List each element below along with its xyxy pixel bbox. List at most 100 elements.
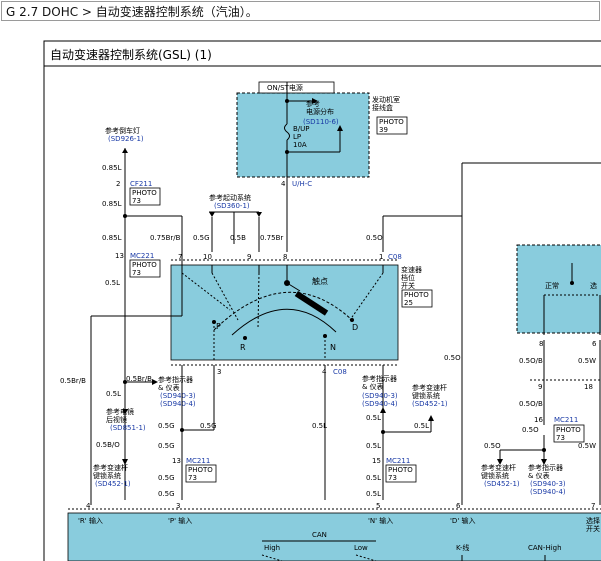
power-conn: U/H-C xyxy=(292,180,312,188)
lock-ref-mid: 参考变速杆键锁系统 xyxy=(412,383,447,400)
reverse-lamp-ref: 参考倒车灯 xyxy=(105,126,140,135)
power-ref-code: (SD110-6) xyxy=(303,118,339,126)
tcm-pins: 4 3 5 6 7 xyxy=(86,502,595,510)
pos-r: R xyxy=(240,343,246,352)
switch-pin-3: 3 xyxy=(217,368,221,376)
wire-05l-left: 0.5L xyxy=(106,390,121,398)
mc221-wire: 0.5L xyxy=(105,279,120,287)
power-label: ON/ST电源 xyxy=(267,83,303,92)
wire-05ob: 0.5O/B xyxy=(519,357,543,365)
svg-text:'D' 输入: 'D' 输入 xyxy=(450,516,475,525)
wire-05o-right: 0.5O xyxy=(522,426,539,434)
wire-05g-a: 0.5G xyxy=(158,422,175,430)
pos-p: P xyxy=(216,322,221,331)
lock-code-left: (SD452-1) xyxy=(95,480,131,488)
select-switch-label: 选择开关 xyxy=(586,516,600,533)
conn-cf211: CF211 xyxy=(130,180,152,188)
wire-05bo: 0.5B/O xyxy=(96,441,120,449)
mirror-ref: 参考电镜后视镜 xyxy=(106,407,134,424)
wire-05l-a: 0.5L xyxy=(366,414,381,422)
lock-code-mid: (SD452-1) xyxy=(412,400,448,408)
svg-text:'R' 输入: 'R' 输入 xyxy=(78,516,103,525)
can-high-right: CAN-High xyxy=(528,544,562,552)
wire-05g-c: 0.5G xyxy=(158,442,175,450)
svg-text:'N' 输入: 'N' 输入 xyxy=(368,516,393,525)
svg-text:9: 9 xyxy=(247,253,251,261)
mc211-left: MC211 xyxy=(186,457,210,465)
svg-text:10: 10 xyxy=(203,253,212,261)
diagram-frame xyxy=(43,40,601,561)
svg-text:7: 7 xyxy=(591,502,595,510)
switch-conn-bottom: C08 xyxy=(333,368,347,376)
breadcrumb-bar: G 2.7 DOHC > 自动变速器控制系统（汽油）。 xyxy=(1,1,600,21)
wire-05w-b: 0.5W xyxy=(578,442,596,450)
wire-05l-e: 0.5L xyxy=(366,474,381,482)
lock-ref-right: 参考变速杆键锁系统 xyxy=(481,463,516,480)
wire-05l-c: 0.5L xyxy=(312,422,327,430)
can-low: Low xyxy=(354,544,368,552)
right-pin-8: 8 xyxy=(539,340,543,348)
wire-05l-f: 0.5L xyxy=(366,490,381,498)
wire-05l-b: 0.5L xyxy=(414,422,429,430)
junction-box xyxy=(236,92,370,178)
pos-n: N xyxy=(330,343,336,352)
k-line: K-线 xyxy=(456,543,469,552)
svg-text:5: 5 xyxy=(376,502,380,510)
pos-d: D xyxy=(352,323,358,332)
mc221-conn: MC221 xyxy=(130,252,154,260)
junction-box-label: 发动机室接线盒 xyxy=(372,95,400,112)
select-switch-box xyxy=(516,244,601,334)
svg-text:3: 3 xyxy=(176,502,180,510)
ind-ref-mid: 参考指示器& 仪表 xyxy=(362,374,397,391)
wire-085l-a: 0.85L xyxy=(102,164,122,172)
mc211-mid: MC211 xyxy=(386,457,410,465)
wire-05g-top: 0.5G xyxy=(193,234,210,242)
wire-05l-d: 0.5L xyxy=(366,442,381,450)
mc211-pin-left: 13 xyxy=(172,457,181,465)
starter-code: (SD360-1) xyxy=(214,202,250,210)
wire-05brb-mid: 0.5Br/B xyxy=(126,375,152,383)
svg-text:'P' 输入: 'P' 输入 xyxy=(168,516,192,525)
svg-text:7: 7 xyxy=(178,253,182,261)
reverse-lamp-code: (SD926-1) xyxy=(108,135,144,143)
diagram-title: 自动变速器控制系统(GSL) (1) xyxy=(50,47,212,62)
wire-05ob-b: 0.5O/B xyxy=(519,400,543,408)
pin-2: 2 xyxy=(116,180,120,188)
tcm-module xyxy=(67,512,601,561)
right-pin-9: 9 xyxy=(538,383,542,391)
can-high: High xyxy=(264,544,280,552)
can-label: CAN xyxy=(312,531,327,539)
switch-conn: C08 xyxy=(388,253,402,261)
right-pin-18: 18 xyxy=(584,383,593,391)
tcm-inputs: 'R' 输入 'P' 输入 'N' 输入 'D' 输入 xyxy=(78,516,475,525)
wire-085l-b: 0.85L xyxy=(102,200,122,208)
wire-05g-d: 0.5G xyxy=(158,474,175,482)
power-ref-title: 参考电源分布 xyxy=(306,99,334,116)
ind-code-left: (SD940-3)(SD940-4) xyxy=(160,392,196,408)
switch-name: 变速器档位开关 xyxy=(401,265,422,290)
wire-05b-top: 0.5B xyxy=(230,234,246,242)
power-pin: 4 xyxy=(281,180,286,188)
wire-05w: 0.5W xyxy=(578,357,596,365)
wire-075brb: 0.75Br/B xyxy=(150,234,181,242)
contact-label: 触点 xyxy=(312,276,328,286)
ind-code-right: (SD940-3)(SD940-4) xyxy=(530,480,566,496)
mirror-code: (SD851-1) xyxy=(110,424,146,432)
svg-text:6: 6 xyxy=(456,502,461,510)
mc221-pin: 13 xyxy=(115,252,124,260)
range-switch xyxy=(170,264,399,361)
mc211-pin-right: 16 xyxy=(534,416,543,424)
label-normal: 正常 xyxy=(545,281,559,290)
ind-code-mid: (SD940-3)(SD940-4) xyxy=(362,392,398,408)
svg-text:8: 8 xyxy=(283,253,287,261)
mc211-right: MC211 xyxy=(554,416,578,424)
